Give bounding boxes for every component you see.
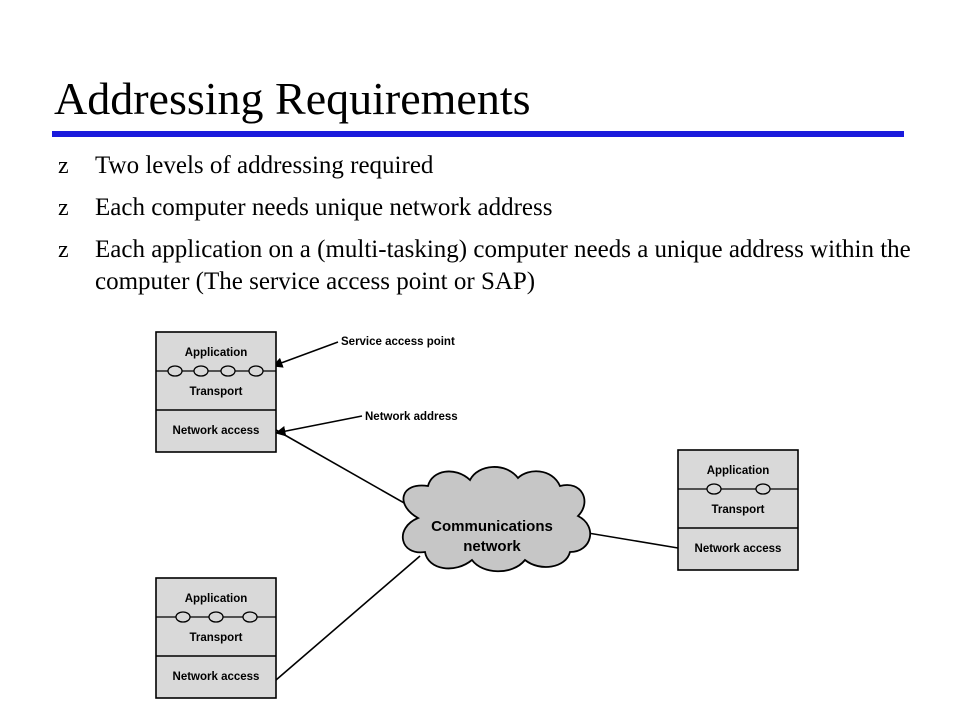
sap-port <box>208 611 224 623</box>
bullet-item: z Two levels of addressing required <box>58 150 918 182</box>
callout-arrow-sap <box>272 341 339 368</box>
network-label-line1: Communications <box>431 518 553 535</box>
application-layer-label: Application <box>707 465 770 477</box>
callout-network-address: Network address <box>365 411 458 423</box>
bullet-item: z Each computer needs unique network add… <box>58 192 918 224</box>
host-box <box>155 577 277 699</box>
application-layer-label: Application <box>185 347 248 359</box>
link-top-left-to-network <box>275 429 421 513</box>
network-label-line2: network <box>463 538 521 555</box>
transport-layer-label: Transport <box>189 632 242 644</box>
cloud-shape <box>401 466 592 573</box>
application-layer-label: Application <box>185 593 248 605</box>
bullet-list: z Two levels of addressing required z Ea… <box>58 150 918 308</box>
transport-layer-label: Transport <box>711 504 764 516</box>
host-box <box>155 331 277 453</box>
callout-service-access-point: Service access point <box>341 336 455 348</box>
sap-port <box>220 365 236 377</box>
bullet-text: Each application on a (multi-tasking) co… <box>95 236 911 295</box>
network-access-layer-label: Network access <box>173 425 260 437</box>
sap-port <box>755 483 771 495</box>
network-access-layer-label: Network access <box>173 671 260 683</box>
sap-port <box>248 365 264 377</box>
transport-layer-label: Transport <box>189 386 242 398</box>
host-box <box>677 449 799 571</box>
bullet-text: Each computer needs unique network addre… <box>95 194 553 221</box>
bullet-text: Two levels of addressing required <box>95 152 434 179</box>
sap-port <box>242 611 258 623</box>
sap-port <box>706 483 722 495</box>
title-underline <box>52 131 904 137</box>
communications-network-cloud: Communications network <box>401 466 592 573</box>
sap-port <box>167 365 183 377</box>
bullet-glyph: z <box>58 237 69 263</box>
bullet-glyph: z <box>58 153 69 179</box>
network-access-layer-label: Network access <box>695 543 782 555</box>
sap-port <box>193 365 209 377</box>
callout-arrow-network-address <box>274 415 363 437</box>
bullet-glyph: z <box>58 195 69 221</box>
bullet-item: z Each application on a (multi-tasking) … <box>58 234 918 298</box>
slide-title: Addressing Requirements <box>54 73 531 124</box>
link-bottom-left-to-network <box>275 555 421 681</box>
sap-port <box>175 611 191 623</box>
